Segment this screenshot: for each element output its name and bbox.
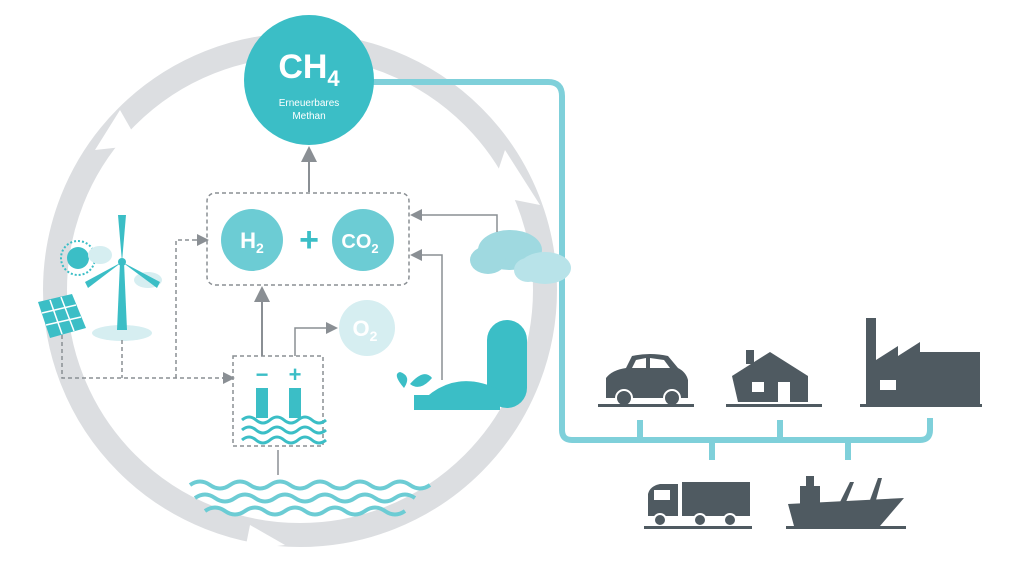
water-waves-icon [188,479,432,517]
h2-node: H2 [221,209,283,271]
solar-panel-icon [38,294,86,338]
svg-text:H2: H2 [240,228,264,256]
electrolyzer-box [232,355,324,447]
methane-label-line2: Methan [292,111,325,122]
arrow-to-oxygen [294,322,338,356]
plus-sign: + [299,221,319,259]
oxygen-node: O2 [339,300,395,356]
ship-icon [786,476,906,529]
cloud-icon [470,230,571,284]
methane-formula: CH4 [278,48,340,91]
electrolyzer-icon: − + [241,362,327,445]
methane-node: CH4 Erneuerbares Methan [244,15,374,145]
power-lines [61,239,228,379]
pipe-network [372,79,933,460]
electrolyzer-plus: + [289,362,302,387]
ring-notch-bottom [245,525,285,550]
biogas-plant-icon [414,320,527,410]
ring-notch-left [95,110,140,150]
wind-turbine-icon [85,215,160,341]
reactant-box [206,192,410,286]
ring-notch-right [490,150,540,205]
truck-icon [644,482,752,529]
factory-icon [860,318,982,407]
co2-node: CO2 [332,209,394,271]
svg-text:O2: O2 [353,316,378,344]
arrow-co2-from-biogas [410,249,443,380]
house-icon [726,350,822,407]
car-icon [598,354,694,407]
svg-text:CO2: CO2 [341,231,378,256]
methane-label-line1: Erneuerbares [279,98,340,109]
arrow-co2-from-air [410,209,498,232]
leaf-icon [396,372,432,388]
electrolyzer-minus: − [256,362,269,387]
